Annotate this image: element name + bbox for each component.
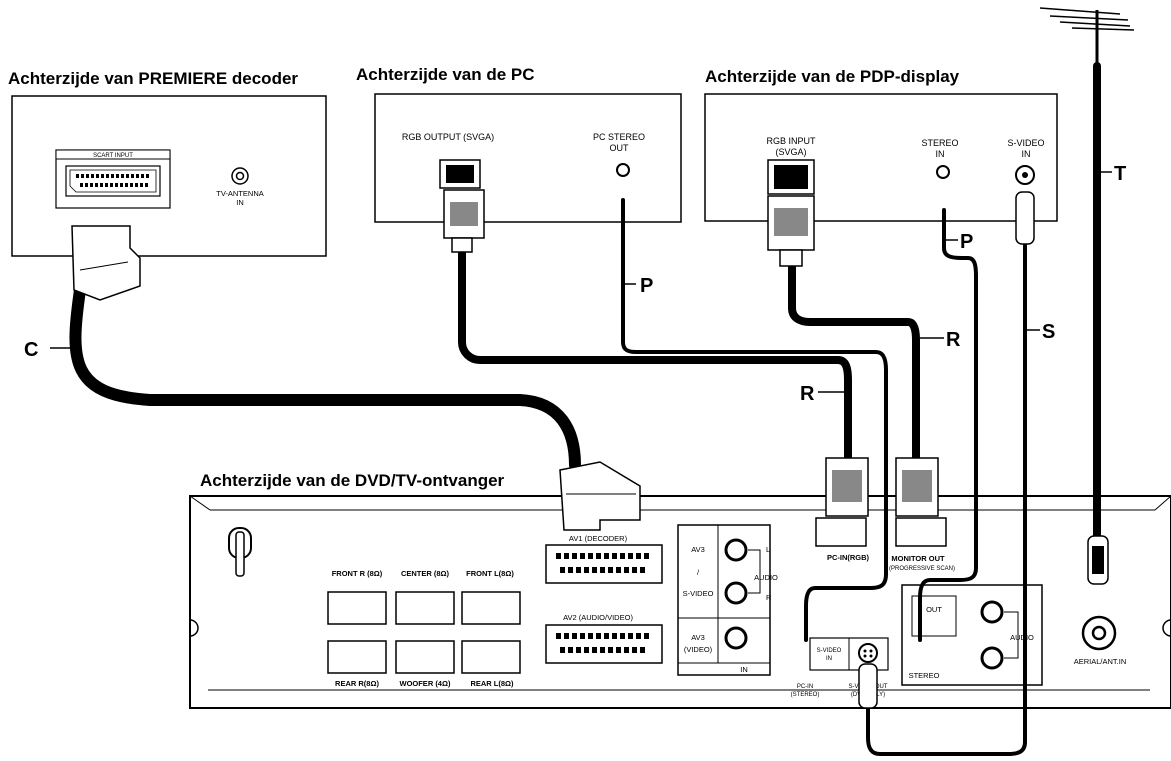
decoder-antenna-label-line2: IN <box>236 198 244 207</box>
av3-slash-label: / <box>697 568 700 577</box>
av3-r-label: R <box>766 593 772 602</box>
svideo-in-label-line1: S-VIDEO <box>817 648 842 654</box>
pdp-rgb-input-label-line1: RGB INPUT <box>766 136 816 146</box>
cable-r-pdp-label: R <box>946 329 961 351</box>
pdp-stereo-in-label-line2: IN <box>936 149 945 159</box>
pdp-stereo-jack <box>936 165 950 179</box>
woofer-label: WOOFER (4Ω) <box>399 679 451 688</box>
cable-p-pdp-label: P <box>960 231 973 253</box>
pc-in-rgb-label: PC-IN(RGB) <box>827 553 870 562</box>
monitor-out-label: MONITOR OUT <box>891 554 945 563</box>
antenna-icon <box>1039 7 1135 70</box>
pc-stereo-out-label-line1: PC STEREO <box>593 132 645 142</box>
antenna-plug <box>1087 535 1109 585</box>
cable-s <box>866 238 1027 756</box>
monitor-out-port <box>895 517 947 547</box>
svideo-in-label-line2: IN <box>826 656 832 662</box>
receiver-title: Achterzijde van de DVD/TV-ontvanger <box>200 471 505 490</box>
pdp-svideo-in-label-line1: S-VIDEO <box>1007 138 1044 148</box>
scart-input-label: SCART INPUT <box>93 153 133 159</box>
av3-svideo-label: S-VIDEO <box>683 589 714 598</box>
aerial-socket <box>1081 615 1117 651</box>
cable-p-pc <box>621 198 888 642</box>
cable-p-pdp <box>918 208 978 642</box>
pc-panel: RGB OUTPUT (SVGA) PC STEREO OUT <box>374 93 682 223</box>
out-label: OUT <box>926 605 942 614</box>
av1-scart-socket <box>545 544 663 584</box>
pdp-svideo-port <box>1015 165 1035 185</box>
cable-r-pdp <box>788 246 920 464</box>
pc-vga-port <box>439 159 481 189</box>
pdp-vga-port <box>767 159 815 195</box>
decoder-scart-socket <box>65 165 161 197</box>
front-r-label: FRONT R (8Ω) <box>332 569 383 578</box>
av3-bottom-label: AV3 <box>691 633 705 642</box>
pdp-stereo-in-label-line1: STEREO <box>921 138 958 148</box>
svideo-pdp-plug <box>1015 191 1035 245</box>
progressive-scan-label: (PROGRESSIVE SCAN) <box>889 566 955 572</box>
av3-input-block <box>677 524 771 676</box>
monitor-out-plug <box>895 457 939 517</box>
center-label: CENTER (8Ω) <box>401 569 450 578</box>
pc-in-rgb-port <box>815 517 867 547</box>
pc-title: Achterzijde van de PC <box>356 65 535 84</box>
pdp-title: Achterzijde van de PDP-display <box>705 67 960 86</box>
pc-stereo-jack <box>616 163 630 177</box>
premiere-decoder-panel: SCART INPUT TV-ANTENNA IN <box>11 95 327 257</box>
svideo-block <box>809 637 889 671</box>
av2-label: AV2 (AUDIO/VIDEO) <box>563 613 633 622</box>
av1-label: AV1 (DECODER) <box>569 534 628 543</box>
pdp-svideo-in-label-line2: IN <box>1022 149 1031 159</box>
pdp-vga-plug <box>767 195 815 267</box>
av3-top-label: AV3 <box>691 545 705 554</box>
cable-t-label: T <box>1114 163 1126 185</box>
cable-c <box>69 284 581 471</box>
pc-in-stereo-label-line1: PC-IN <box>797 684 813 690</box>
av3-l-label: L <box>766 545 770 554</box>
premiere-title: Achterzijde van PREMIERE decoder <box>8 69 298 88</box>
pc-rgb-output-label: RGB OUTPUT (SVGA) <box>402 132 494 142</box>
speaker-terminals: FRONT R (8Ω) CENTER (8Ω) FRONT L(8Ω) REA… <box>327 569 521 688</box>
cable-p-pc-label: P <box>640 275 653 297</box>
cable-s-label: S <box>1042 321 1055 343</box>
front-l-label: FRONT L(8Ω) <box>466 569 514 578</box>
av3-in-label: IN <box>740 665 748 674</box>
audio-out-label: AUDIO <box>1010 633 1034 642</box>
svideo-out-plug <box>858 663 878 709</box>
pc-vga-plug <box>443 189 485 253</box>
av3-audio-label: AUDIO <box>754 573 778 582</box>
cable-r-pc-label: R <box>800 383 815 405</box>
av2-scart-socket <box>545 624 663 664</box>
av1-scart-plug <box>559 461 641 531</box>
cable-c-label: C <box>24 339 38 361</box>
rear-r-label: REAR R(8Ω) <box>335 679 379 688</box>
pdp-rgb-input-label-line2: (SVGA) <box>775 147 806 157</box>
pc-in-stereo-label-line2: (STEREO) <box>791 692 820 698</box>
pc-stereo-out-label-line2: OUT <box>610 143 630 153</box>
rear-l-label: REAR L(8Ω) <box>470 679 514 688</box>
aerial-label: AERIAL/ANT.IN <box>1074 657 1127 666</box>
pdp-display-panel: RGB INPUT (SVGA) STEREO IN S-VIDEO IN <box>704 93 1058 222</box>
decoder-antenna-label-line1: TV-ANTENNA <box>216 189 264 198</box>
cable-grommet-icon <box>228 527 252 577</box>
cable-r-pc <box>458 246 852 464</box>
stereo-label: STEREO <box>909 671 940 680</box>
decoder-antenna-socket <box>231 167 249 185</box>
decoder-scart-plug <box>71 225 141 301</box>
av3-video-label: (VIDEO) <box>684 645 713 654</box>
pc-in-rgb-plug <box>825 457 869 517</box>
